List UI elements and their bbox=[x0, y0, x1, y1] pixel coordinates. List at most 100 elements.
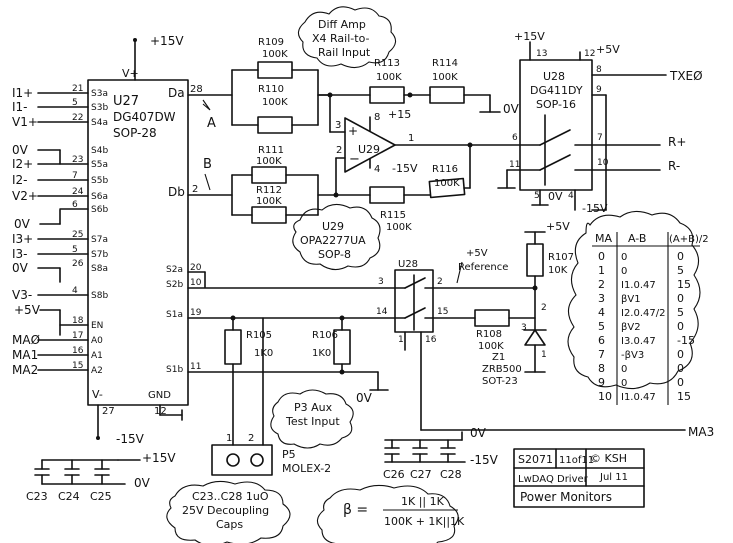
r114-0v: 0V bbox=[503, 102, 520, 116]
p5-part: MOLEX-2 bbox=[282, 462, 331, 475]
title-sheet: S2071 bbox=[518, 453, 553, 466]
table-cell-ab: -βV3 bbox=[621, 350, 644, 361]
z1-pin1: 1 bbox=[541, 350, 547, 360]
s1b-0v: 0V bbox=[356, 391, 373, 405]
u27-vminus-pin: V- bbox=[92, 388, 103, 401]
r107-reference: +5V R107 10K +5V Reference bbox=[456, 220, 574, 331]
u27-input-net: 0V bbox=[12, 143, 29, 157]
caps-left-0v: 0V bbox=[134, 476, 151, 490]
u27-input-pin: 4 bbox=[72, 286, 78, 296]
u29-note-ref: U29 bbox=[322, 220, 344, 233]
u28top-pin11: 11 bbox=[509, 160, 520, 170]
r107-ref: R107 bbox=[548, 252, 574, 263]
r108-value: 100K bbox=[478, 341, 504, 352]
r113-r114: 0V R113 100K R114 100K bbox=[317, 58, 520, 116]
u27-input-port: S3b bbox=[91, 103, 108, 113]
node-a-label: A bbox=[207, 116, 216, 131]
beta-symbol: β = bbox=[343, 502, 368, 518]
cap-note: C23..C28 1uO 25V Decoupling Caps bbox=[166, 480, 291, 543]
u27-input-pin: 16 bbox=[72, 346, 84, 356]
u29-note-part: OPA2277UA bbox=[300, 234, 366, 247]
u28low-pin2: 2 bbox=[437, 277, 443, 287]
aux-line1: P3 Aux bbox=[294, 401, 333, 414]
u27-input-port: A0 bbox=[91, 336, 103, 346]
caps-left-plus15: +15V bbox=[142, 451, 176, 465]
table-cell-ma: 8 bbox=[598, 362, 605, 375]
table-cell-avg: 5 bbox=[677, 306, 684, 319]
z1-pin3: 3 bbox=[521, 323, 527, 333]
u27-input-port: EN bbox=[91, 321, 103, 331]
aux-line2: Test Input bbox=[285, 415, 340, 428]
u28top-pin13: 13 bbox=[536, 49, 547, 59]
u27-input-net: I1+ bbox=[12, 86, 33, 100]
table-cell-avg: 15 bbox=[677, 390, 691, 403]
table-cell-ab: 0 bbox=[621, 252, 627, 263]
u27-input-net: MA2 bbox=[12, 363, 38, 377]
u28top-ref: U28 bbox=[543, 70, 565, 83]
aux-note: P3 Aux Test Input bbox=[270, 389, 354, 449]
u27-s1b-pin: 11 bbox=[190, 362, 201, 372]
u27-pin-27: 27 bbox=[102, 406, 115, 417]
u27-block: U27 DG407DW SOP-28 V+ V- GND +15V 27 -15… bbox=[87, 34, 189, 446]
u27-input-port: S7b bbox=[91, 250, 108, 260]
node-b-label: B bbox=[203, 157, 212, 172]
u27-plus15: +15V bbox=[150, 34, 184, 48]
u27-input-port: S5a bbox=[91, 160, 108, 170]
u29-pin2: 2 bbox=[336, 145, 342, 156]
r115-r116: R115 100K R116 100K bbox=[333, 142, 473, 233]
u28low-ref: U28 bbox=[398, 259, 418, 270]
u27-da-label: Da bbox=[168, 86, 185, 100]
title-date: Jul 11 bbox=[599, 472, 628, 483]
r112-value: 100K bbox=[256, 196, 282, 207]
u27-input-pin: 7 bbox=[72, 171, 78, 181]
u27-input-net: I1- bbox=[12, 100, 28, 114]
u29-note: U29 OPA2277UA SOP-8 bbox=[292, 203, 381, 271]
u28low-pin1: 1 bbox=[398, 335, 404, 345]
u27-input-port: S6a bbox=[91, 192, 108, 202]
table-cell-ma: 4 bbox=[598, 306, 605, 319]
u27-s2a-pin: 20 bbox=[190, 263, 202, 273]
r106-value: 1K0 bbox=[312, 348, 331, 359]
u27-part: DG407DW bbox=[113, 110, 176, 124]
p5-pin2: 2 bbox=[248, 433, 254, 444]
title-block: S2071 11of11 © KSH Jul 11 LwDAQ Driver P… bbox=[513, 448, 645, 508]
table-cell-ab: βV2 bbox=[621, 322, 641, 333]
cap-c28: C28 bbox=[440, 468, 462, 481]
u27-s2a-label: S2a bbox=[166, 265, 183, 275]
u28-lower: U28 3 2 14 15 1 16 MA3 R108 100K bbox=[376, 259, 714, 439]
cap-c25: C25 bbox=[90, 490, 112, 503]
zener-z1: 3 2 1 Z1 ZRB500 SOT-23 bbox=[482, 303, 547, 387]
u27-s1b-label: S1b bbox=[166, 365, 183, 375]
z1-package: SOT-23 bbox=[482, 376, 518, 387]
u27-s1a-label: S1a bbox=[166, 310, 183, 320]
table-cell-avg: 0 bbox=[677, 320, 684, 333]
table-cell-ab: 0 bbox=[621, 378, 627, 389]
u28low-pin16: 16 bbox=[425, 335, 437, 345]
u27-input-net: I3+ bbox=[12, 232, 33, 246]
table-cell-avg: 0 bbox=[677, 292, 684, 305]
u28low-pin14: 14 bbox=[376, 307, 388, 317]
ma3-label: MA3 bbox=[688, 425, 714, 439]
z1-part: ZRB500 bbox=[482, 364, 522, 375]
r115-ref: R115 bbox=[380, 210, 406, 221]
r109-ref: R109 bbox=[258, 37, 284, 48]
u29-pin1: 1 bbox=[408, 133, 414, 144]
caps-left: +15V 0V C23 C24 C25 bbox=[26, 451, 176, 503]
u27-input-net: V2+ bbox=[12, 189, 38, 203]
table-cell-ma: 9 bbox=[598, 376, 605, 389]
beta-denominator: 100K + 1K||1K bbox=[384, 515, 465, 528]
u27-input-pin: 21 bbox=[72, 84, 83, 94]
u29-minus15: -15V bbox=[392, 162, 418, 175]
title-name: Power Monitors bbox=[520, 490, 612, 504]
title-page: 11of11 bbox=[559, 455, 594, 466]
u29-plus15: +15 bbox=[388, 108, 411, 121]
table-cell-ab: I1.0.47 bbox=[621, 280, 656, 291]
node-markers: A B bbox=[202, 99, 216, 191]
u27-input-pin: 22 bbox=[72, 113, 83, 123]
u28top-pin8: 8 bbox=[596, 65, 602, 75]
cap-c23: C23 bbox=[26, 490, 48, 503]
r113-ref: R113 bbox=[374, 58, 400, 69]
u27-da-pin: 28 bbox=[190, 84, 203, 95]
table-cell-ab: I3.0.47 bbox=[621, 336, 656, 347]
